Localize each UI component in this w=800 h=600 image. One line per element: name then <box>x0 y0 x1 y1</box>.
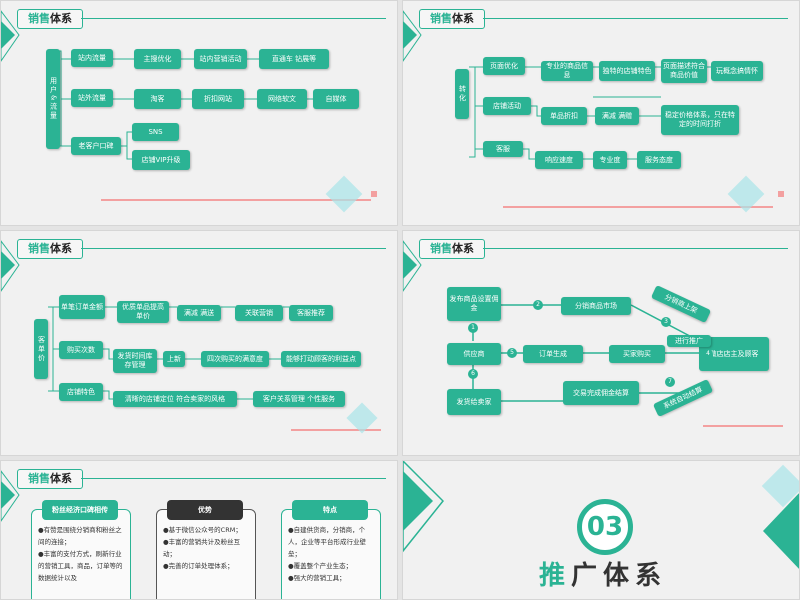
card-advantage-body: ●基于微信公众号的CRM； ●丰富的营销共计及粉丝互动； ●完善的订单处理体系； <box>163 526 242 570</box>
slide-3-decor <box>1 240 381 434</box>
node-shop-feature[interactable]: 店铺特色 <box>59 383 103 401</box>
node-page-desc[interactable]: 页面描述符合商品价值 <box>661 59 707 83</box>
node-new-arrival[interactable]: 上新 <box>163 351 185 367</box>
node-conversion[interactable]: 转化 <box>455 69 469 119</box>
slide-1[interactable]: 销售体系 用户&流量 站内流量 站外流量 老客户口碑 主搜优化 站内营销活动 直… <box>0 0 398 226</box>
node-old-customer[interactable]: 老客户口碑 <box>71 137 121 155</box>
node-ship[interactable]: 发货给卖家 <box>447 389 501 415</box>
title-rule <box>483 248 788 249</box>
slide-2[interactable]: 销售体系 转化 页面优化 店铺活动 客服 专业的商品信息 独特的店铺特色 页面描… <box>402 0 800 226</box>
slide-4[interactable]: 销售体系 发布商品设置佣金 分销商品市场 供应商 订单生成 买家购买 发货给卖家… <box>402 230 800 456</box>
node-user-traffic[interactable]: 用户&流量 <box>46 49 60 149</box>
node-unit-price[interactable]: 客单价 <box>34 319 48 379</box>
slide-2-title: 销售体系 <box>419 9 485 29</box>
node-page-opt[interactable]: 页面优化 <box>483 57 525 75</box>
node-onsite-marketing[interactable]: 站内营销活动 <box>194 49 247 69</box>
step-7: 7 <box>665 377 675 387</box>
slide-3-title: 销售体系 <box>17 239 83 259</box>
node-pro-info[interactable]: 专业的商品信息 <box>541 61 593 81</box>
node-response-speed[interactable]: 响应速度 <box>535 151 583 169</box>
title-rule <box>483 18 788 19</box>
node-buyer[interactable]: 买家购买 <box>609 345 665 363</box>
node-single-discount[interactable]: 单品折扣 <box>541 107 587 125</box>
card-fan-economy-body: ●有赞是围绕分销商和粉丝之间的连接； ●丰富的支付方式，刷新行业的营销工具，商品… <box>38 526 123 582</box>
section-number: 03 <box>577 499 633 555</box>
tag-promotion[interactable]: 进行推广 <box>667 335 711 347</box>
node-purchase-times[interactable]: 购买次数 <box>59 341 103 359</box>
node-quality-item[interactable]: 优质单品提高单价 <box>117 301 169 323</box>
step-6: 6 <box>468 369 478 379</box>
card-features[interactable]: 特点 ●自建供货商，分销商，个人，企业等平台形成行业壁垒； ●覆盖整个产业生态；… <box>281 500 381 599</box>
title-rule <box>81 248 386 249</box>
node-full-reduce[interactable]: 满减 满赠 <box>595 107 639 125</box>
node-search-opt[interactable]: 主搜优化 <box>134 49 181 69</box>
node-crm[interactable]: 客户关系管理 个性服务 <box>253 391 345 407</box>
node-market[interactable]: 分销商品市场 <box>561 297 631 315</box>
node-sns[interactable]: SNS <box>132 123 179 141</box>
title-rule <box>81 18 386 19</box>
slide-1-title: 销售体系 <box>17 9 83 29</box>
slide-5[interactable]: 销售体系 粉丝经济口碑相传 ●有赞是围绕分销商和粉丝之间的连接； ●丰富的支付方… <box>0 460 398 600</box>
node-self-media[interactable]: 自媒体 <box>313 89 359 109</box>
node-publish[interactable]: 发布商品设置佣金 <box>447 287 501 321</box>
node-delivery-stock[interactable]: 发货时间库存管理 <box>113 349 157 373</box>
card-advantage-title: 优势 <box>167 500 243 520</box>
node-order[interactable]: 订单生成 <box>523 345 583 363</box>
node-vip-upgrade[interactable]: 店铺VIP升级 <box>132 150 190 170</box>
card-fan-economy-title: 粉丝经济口碑相传 <box>42 500 118 520</box>
node-professionalism[interactable]: 专业度 <box>593 151 627 169</box>
slide-4-title: 销售体系 <box>419 239 485 259</box>
node-clear-positioning[interactable]: 清晰的店铺定位 符合卖家的风格 <box>113 391 237 407</box>
slide-1-decor <box>1 10 377 213</box>
card-features-body: ●自建供货商，分销商，个人，企业等平台形成行业壁垒； ●覆盖整个产业生态； ●强… <box>288 526 366 582</box>
node-unique-feature[interactable]: 独特的店铺特色 <box>599 61 655 81</box>
node-customer-service[interactable]: 客服 <box>483 141 523 157</box>
step-2: 2 <box>533 300 543 310</box>
section-title: 推广体系 <box>538 561 668 591</box>
slide-5-decor <box>1 470 20 522</box>
node-ztc[interactable]: 直通车 钻展等 <box>259 49 329 69</box>
slide-6[interactable]: 03 推广体系 <box>402 460 800 600</box>
step-1: 1 <box>468 323 478 333</box>
card-advantage[interactable]: 优势 ●基于微信公众号的CRM； ●丰富的营销共计及粉丝互动； ●完善的订单处理… <box>156 500 256 599</box>
node-discount-site[interactable]: 折扣网站 <box>192 89 244 109</box>
card-features-title: 特点 <box>292 500 368 520</box>
node-benefit-point[interactable]: 能够打动顾客的利益点 <box>281 351 361 367</box>
node-taoke[interactable]: 淘客 <box>134 89 181 109</box>
node-settle[interactable]: 交易完成佣金结算 <box>563 381 639 405</box>
slide-6-decor <box>403 461 799 569</box>
node-related-marketing[interactable]: 关联营销 <box>235 305 283 321</box>
node-order-amount[interactable]: 单笔订单金额 <box>59 295 105 319</box>
slide-5-title: 销售体系 <box>17 469 83 489</box>
node-satisfaction[interactable]: 四次购买的满意度 <box>201 351 269 367</box>
node-shop-activity[interactable]: 店铺活动 <box>483 97 531 115</box>
node-onsite-traffic[interactable]: 站内流量 <box>71 49 113 67</box>
step-4: 4 <box>703 349 713 359</box>
node-concept[interactable]: 玩概念搞情怀 <box>711 61 763 81</box>
step-5: 5 <box>507 348 517 358</box>
card-fan-economy[interactable]: 粉丝经济口碑相传 ●有赞是围绕分销商和粉丝之间的连接； ●丰富的支付方式，刷新行… <box>31 500 131 599</box>
node-offsite-traffic[interactable]: 站外流量 <box>71 89 113 107</box>
node-service-attitude[interactable]: 服务态度 <box>637 151 681 169</box>
node-stable-price[interactable]: 稳定价格体系，只在特定的时间打折 <box>661 105 739 135</box>
node-soft-article[interactable]: 网络软文 <box>257 89 307 109</box>
node-supplier[interactable]: 供应商 <box>447 343 501 365</box>
title-rule <box>81 478 386 479</box>
step-3: 3 <box>661 317 671 327</box>
slide-3[interactable]: 销售体系 客单价 单笔订单金额 购买次数 店铺特色 优质单品提高单价 满减 满送… <box>0 230 398 456</box>
node-full-send[interactable]: 满减 满送 <box>177 305 221 321</box>
slide-2-decor <box>403 10 784 213</box>
node-cs-recommend[interactable]: 客服推荐 <box>289 305 333 321</box>
